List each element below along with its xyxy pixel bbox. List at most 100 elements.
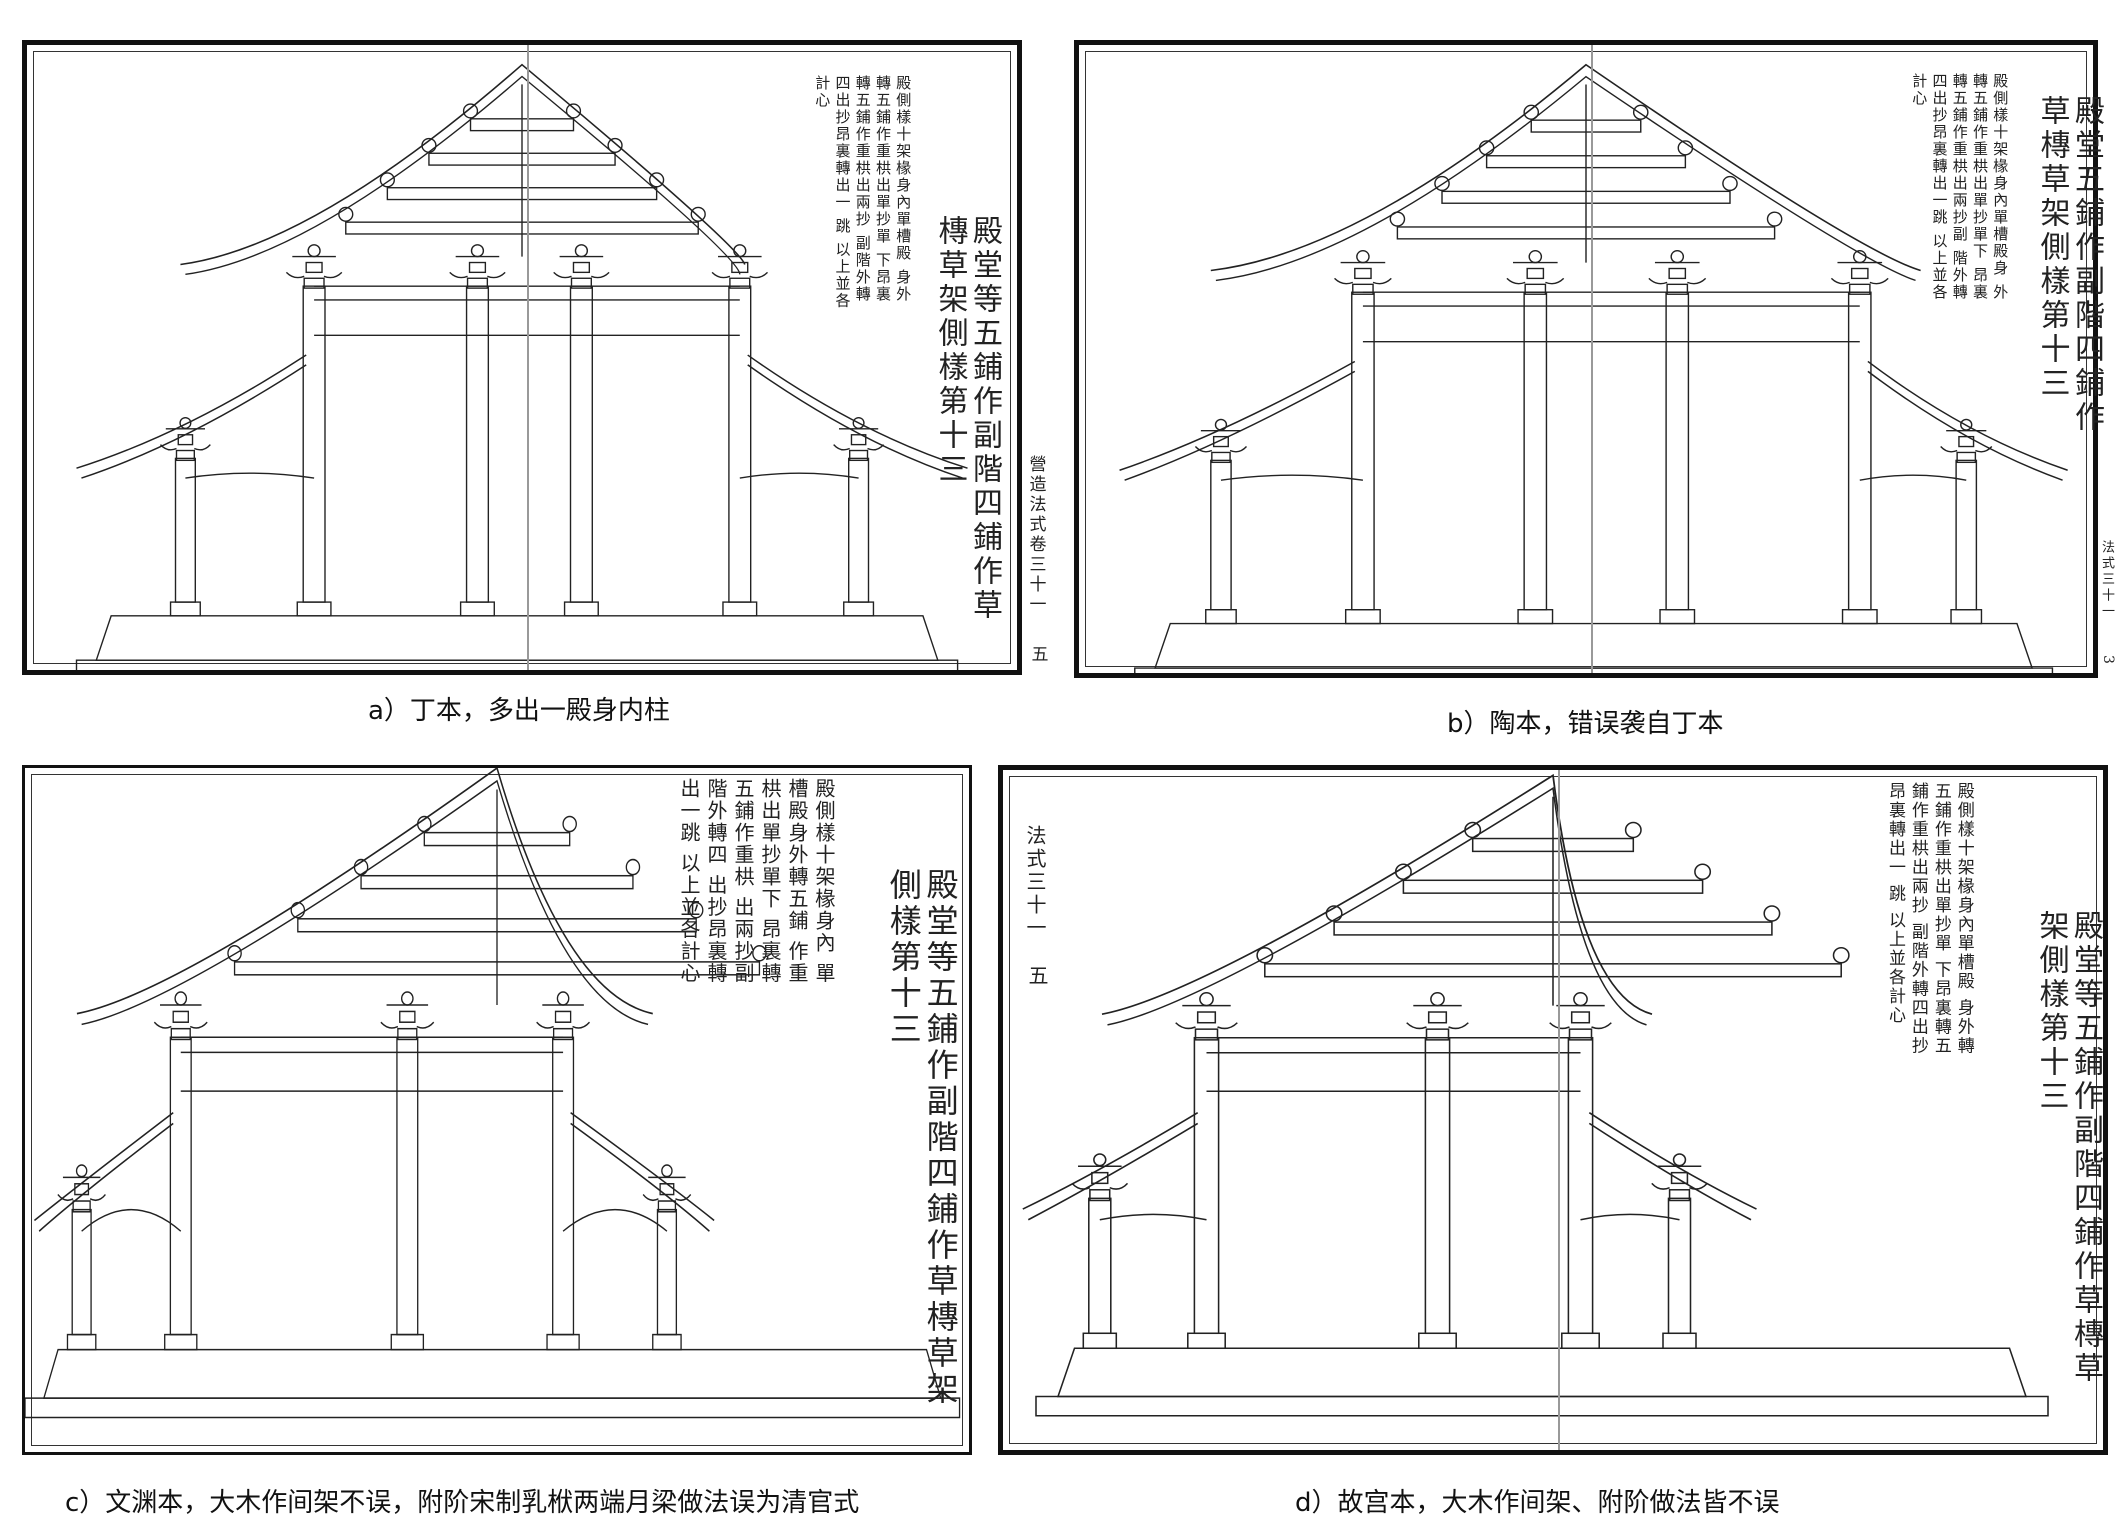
purlin: [1632, 104, 1649, 120]
aisle-roof-left: [76, 354, 307, 479]
drawing-panel-b: 殿堂五鋪作副階四鋪作草槫草架側樣第十三 殿側樣十架椽身內單槽殿身 外轉五鋪作重栱…: [1074, 40, 2104, 678]
aisle-roof-right: [570, 1112, 715, 1232]
bracket-block: [1524, 283, 1547, 295]
aisle-beam: [1220, 474, 1364, 481]
note-line: 單槽殿身外轉五鋪: [785, 778, 836, 985]
caption-a: a）丁本，多出一殿身内柱: [368, 696, 670, 726]
purlin: [1528, 250, 1543, 264]
bracket-block: [303, 277, 325, 289]
bracket-arm: [1334, 277, 1392, 285]
purlin: [556, 991, 570, 1006]
column-base: [1418, 1332, 1457, 1350]
note-line: 以上並各計心: [1910, 73, 1949, 301]
bracket-arm: [1648, 277, 1707, 285]
note-line: 跳 以上並各計心: [1884, 884, 1905, 1025]
column-base: [169, 601, 201, 617]
outer-column: [848, 457, 870, 603]
bracket-block: [177, 434, 194, 446]
column-base: [1205, 609, 1237, 625]
aisle-roof-left: [1022, 1111, 1199, 1221]
purlin: [1356, 250, 1370, 264]
page-number: 五: [1025, 965, 1049, 988]
main-roof-line: [1101, 773, 1653, 1015]
purlin: [690, 206, 706, 222]
bracket-block: [1956, 451, 1977, 464]
bracket-block: [572, 261, 591, 274]
note-line: 外轉五鋪作重栱出單抄單下: [1971, 73, 2010, 301]
bracket-block: [1196, 1011, 1217, 1024]
purlin: [752, 944, 767, 962]
purlin: [1763, 905, 1781, 922]
bracket-arm: [833, 444, 885, 451]
bracket-block: [848, 449, 869, 462]
platform: [95, 615, 939, 661]
purlin: [1960, 418, 1973, 431]
drawing-panel-d: 殿堂等五鋪作副階四鋪作草槫草架側樣第十三 殿側樣十架椽身內單槽殿 身外轉五鋪作重…: [998, 765, 2108, 1455]
bracket-block: [466, 277, 489, 289]
purlin: [470, 244, 485, 258]
bracket-arm: [380, 1021, 435, 1029]
bracket-arm: [1506, 277, 1565, 285]
purlin: [1624, 821, 1642, 839]
purlin: [307, 244, 321, 258]
purlin: [338, 206, 354, 222]
purlin: [574, 244, 589, 258]
purlin: [1832, 947, 1850, 964]
note-line: 階外轉四出抄昂裏轉出一跳: [1930, 73, 1969, 301]
drawing-panel-a: 殿堂等五鋪作副階四鋪作草槫草架側樣第十三 殿側樣十架椽身內單槽殿 身外轉五鋪作重…: [22, 40, 1048, 675]
bracket-arm: [285, 271, 343, 279]
purlin: [562, 815, 577, 833]
main-roof-line: [1210, 63, 1921, 272]
bracket-block: [1211, 451, 1231, 464]
purlin: [379, 172, 395, 188]
note-line: 作重栱出單抄單下: [758, 778, 809, 985]
purlin: [607, 137, 623, 153]
inner-column: [728, 285, 752, 603]
main-roof-line: [81, 779, 649, 1026]
purlin: [400, 991, 414, 1006]
inner-column: [1665, 291, 1690, 611]
page-fold-line: [1558, 770, 1560, 1450]
bracket-block: [74, 1183, 90, 1196]
outer-column: [71, 1208, 92, 1336]
column-base: [1517, 609, 1554, 625]
aisle-roof-left: [1119, 360, 1356, 481]
inner-column: [552, 1036, 575, 1336]
note-line: 身外轉五鋪作重栱出單抄單: [874, 75, 913, 303]
note-line: 出抄昂裏轉出一跳: [677, 778, 728, 985]
bracket-block: [175, 449, 196, 462]
column-base: [843, 601, 875, 617]
note-line: 殿側樣十架椽身內單槽殿: [1953, 782, 1974, 991]
purlin: [688, 901, 704, 919]
column-base: [1082, 1332, 1118, 1350]
purlin: [1766, 211, 1783, 227]
bracket-block: [1089, 1189, 1111, 1202]
bracket-arm: [159, 444, 211, 451]
column-base: [296, 601, 332, 617]
panel-frame: [31, 774, 963, 1446]
purlin: [75, 1164, 88, 1178]
hall-section-drawing: [75, 63, 968, 670]
drawing-notes: 殿側樣十架椽身內單槽殿 身外轉五鋪作重栱出單抄單 下昂裏轉五鋪作重栱出兩抄 副階…: [812, 75, 913, 315]
purlin: [1325, 905, 1343, 922]
column-base: [1344, 609, 1381, 625]
purlin: [1573, 991, 1588, 1007]
bracket-arm: [1830, 277, 1889, 285]
bracket-block: [1568, 1028, 1593, 1041]
purlin: [227, 944, 242, 962]
purlin: [174, 991, 188, 1006]
column-base: [164, 1333, 198, 1351]
main-roof-line: [1107, 786, 1647, 1026]
column-base: [722, 601, 758, 617]
column-base: [1561, 1332, 1600, 1350]
bracket-block: [305, 261, 323, 274]
aisle-beam: [1580, 1213, 1680, 1221]
bracket-block: [1526, 267, 1545, 280]
main-roof-line: [1215, 75, 1916, 282]
platform-base: [1134, 667, 2054, 673]
column-base: [1950, 609, 1983, 625]
aisle-roof-right: [747, 354, 968, 479]
column-base: [546, 1333, 580, 1351]
purlin: [1093, 1153, 1107, 1167]
bracket-block: [1194, 1028, 1219, 1041]
